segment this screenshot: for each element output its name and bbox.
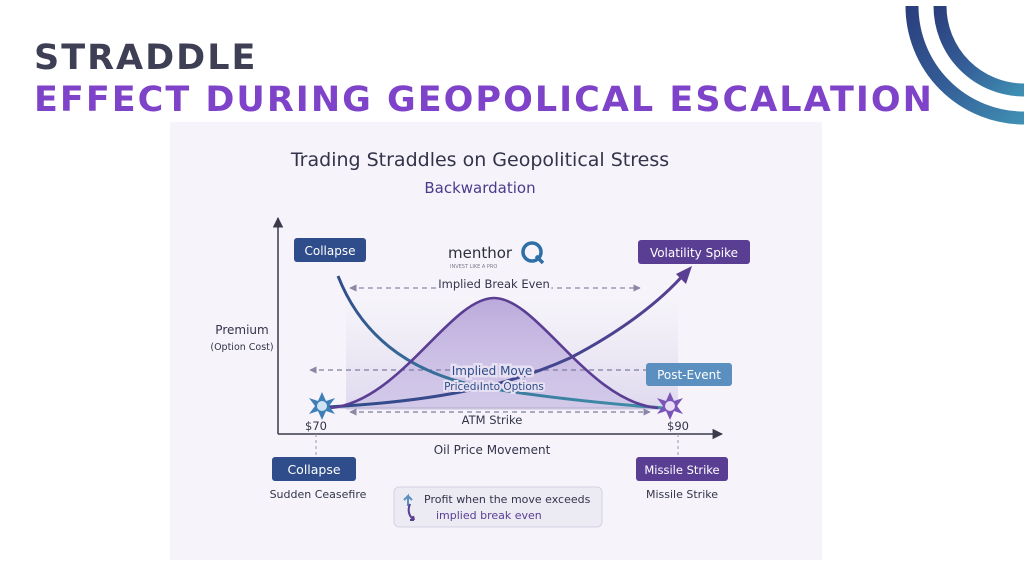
menthor-logo: menthor INVEST LIKE A PRO: [448, 241, 545, 270]
x-tick-left: $70: [305, 419, 327, 433]
title-line-2: EFFECT DURING GEOPOLICAL ESCALATION: [34, 80, 934, 120]
implied-move-area: [330, 298, 658, 408]
missile-strike-caption: Missile Strike: [646, 488, 718, 501]
implied-break-even-label: Implied Break Even: [438, 277, 550, 291]
collapse-scenario-label: Collapse: [287, 462, 340, 477]
title-line-1: STRADDLE: [34, 38, 258, 78]
diagram-title: Trading Straddles on Geopolitical Stress: [290, 149, 669, 171]
profit-note-line1: Profit when the move exceeds: [424, 493, 591, 506]
atm-strike-label: ATM Strike: [462, 413, 523, 427]
implied-move-label: Implied Move: [452, 364, 533, 378]
logo-name: menthor: [448, 244, 513, 262]
missile-strike-badge: [636, 457, 728, 481]
right-burst-icon: [657, 392, 683, 420]
straddle-diagram: Trading Straddles on Geopolitical Stress…: [210, 149, 750, 528]
straddle-bell-curve: [329, 296, 659, 410]
volatility-spike-arrowhead: [676, 266, 692, 284]
volatility-spike-curve: [327, 271, 688, 409]
collapse-scenario-caption: Sudden Ceasefire: [270, 488, 367, 501]
volatility-spike-badge: [638, 240, 750, 264]
profit-note-box: [393, 486, 603, 528]
left-burst-icon: [309, 392, 335, 420]
y-axis-label: Premium: [215, 323, 268, 337]
profit-arrows-icon: [403, 493, 415, 521]
collapse-top-badge: [294, 238, 366, 262]
x-axis-label: Oil Price Movement: [434, 443, 551, 457]
y-axis-sublabel: (Option Cost): [210, 342, 273, 353]
post-event-badge: [646, 363, 732, 386]
diagram-subtitle: Backwardation: [424, 179, 535, 197]
collapse-top-badge-label: Collapse: [305, 244, 356, 258]
volatility-spike-badge-label: Volatility Spike: [650, 246, 738, 260]
x-tick-right: $90: [667, 419, 689, 433]
logo-tagline: INVEST LIKE A PRO: [450, 264, 497, 270]
missile-strike-badge-label: Missile Strike: [644, 463, 719, 477]
priced-into-options-label: Priced Into Options: [444, 381, 544, 393]
post-event-badge-label: Post-Event: [657, 368, 721, 382]
collapse-curve: [336, 275, 665, 410]
collapse-scenario-badge: [272, 457, 356, 481]
profit-note-line2: implied break even: [436, 509, 542, 522]
logo-q-icon: [521, 241, 543, 263]
decorative-arcs: [905, 5, 1024, 125]
